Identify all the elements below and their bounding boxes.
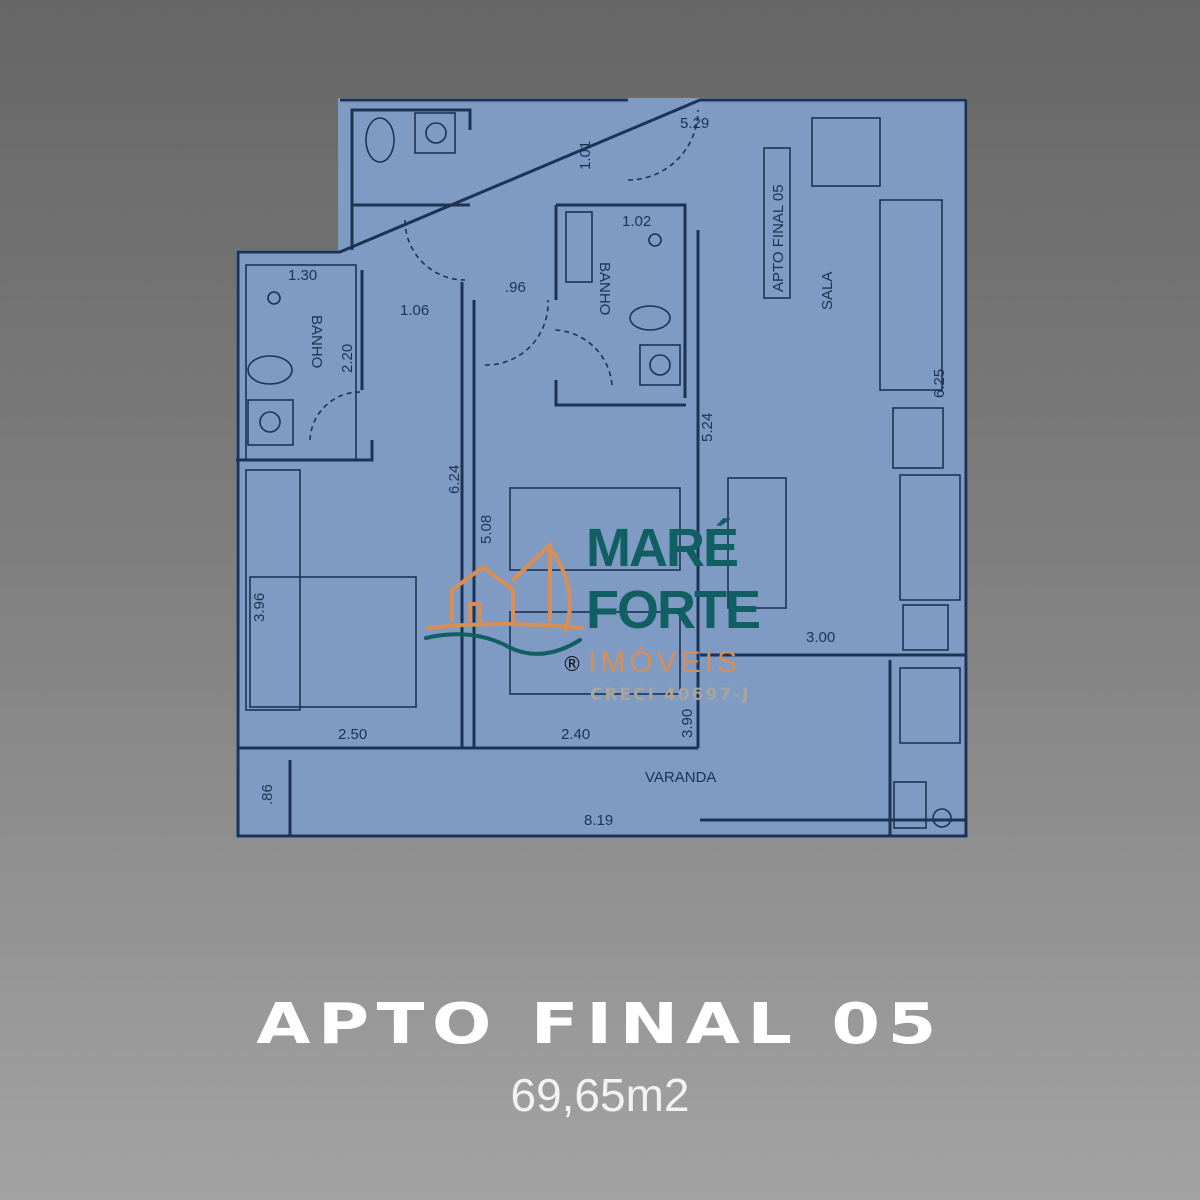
walls	[236, 98, 968, 838]
dim-0-86: .86	[259, 784, 276, 805]
dim-2-50: 2.50	[338, 726, 367, 743]
dim-1-02: 1.02	[622, 213, 651, 230]
door-swings	[309, 109, 699, 441]
room-varanda: VARANDA	[645, 769, 716, 786]
dim-3-00: 3.00	[806, 629, 835, 646]
room-sala: SALA	[819, 272, 836, 310]
plan-background	[236, 98, 968, 838]
room-banho-right: BANHO	[596, 262, 613, 315]
dim-5-24: 5.24	[699, 413, 716, 442]
dim-6-24: 6.24	[446, 465, 463, 494]
dim-1-01: 1.01	[577, 141, 594, 170]
logo-mare: MARÉ	[586, 518, 737, 578]
dim-1-30: 1.30	[288, 267, 317, 284]
dim-3-96: 3.96	[251, 593, 268, 622]
apto-label: APTO FINAL 05	[770, 184, 787, 292]
dim-2-20: 2.20	[339, 344, 356, 373]
dim-5-29: 5.29	[680, 115, 709, 132]
logo-forte: FORTE	[586, 580, 759, 640]
apartment-area: 69,65m2	[510, 1069, 690, 1121]
logo-registered: ®	[562, 652, 582, 676]
logo-house-icon	[424, 540, 584, 656]
dim-5-08: 5.08	[478, 515, 495, 544]
dim-3-90: 3.90	[679, 709, 696, 738]
dim-1-06: 1.06	[400, 302, 429, 319]
logo-creci: CRECI 40697-J	[590, 685, 750, 705]
room-banho-left: BANHO	[308, 315, 325, 368]
dim-8-19: 8.19	[584, 812, 613, 829]
dim-6-25: 6.25	[931, 369, 948, 398]
dim-2-40: 2.40	[561, 726, 590, 743]
apartment-title: APTO FINAL 05	[256, 992, 944, 1057]
dim-0-96: .96	[505, 279, 526, 296]
fixtures	[245, 112, 961, 829]
logo: MARÉ FORTE ® IMÓVEIS CRECI 40697-J	[424, 518, 761, 705]
logo-imoveis: IMÓVEIS	[588, 646, 741, 679]
